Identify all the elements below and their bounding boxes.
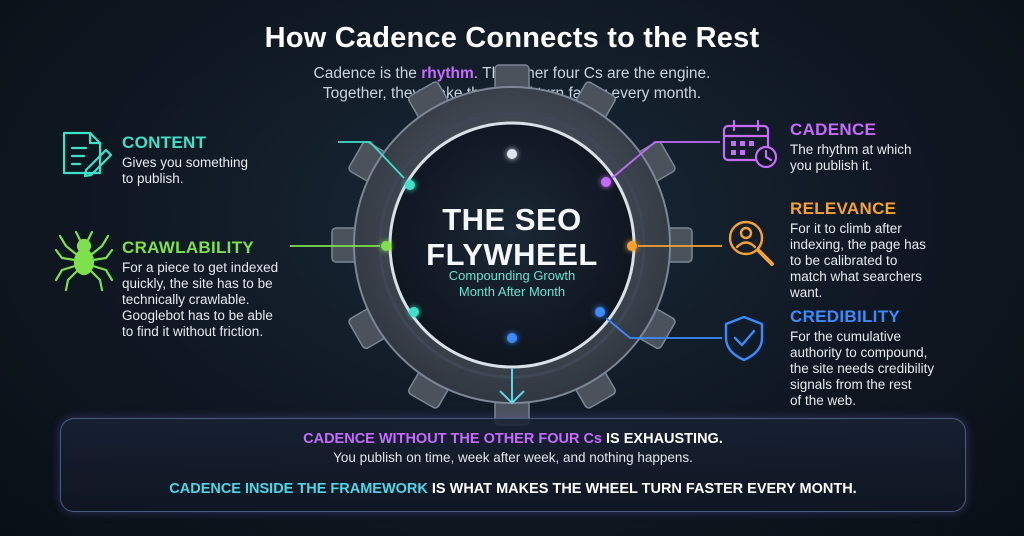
spider-icon [54,230,114,292]
card-body-line: to find it without friction. [122,324,264,339]
connectors [290,141,722,339]
card-body-line: For it to climb after [790,221,902,236]
card-credibility: CREDIBILITY For the cumulative authority… [790,307,1010,409]
page-title: How Cadence Connects to the Rest [264,22,760,54]
ring-dot [507,149,517,159]
card-heading: CONTENT [122,133,207,152]
ring-dot [409,307,419,317]
connector-credibility [605,317,722,339]
callout-highlight-1: CADENCE WITHOUT THE OTHER FOUR Cs [303,431,602,447]
card-body-line: of the web. [790,393,857,408]
subtitle-highlight: rhythm [421,65,474,82]
card-crawlability: CRAWLABILITY For a piece to get indexed … [122,238,362,340]
card-content: CONTENT Gives you something to publish. [122,133,342,187]
flywheel-subtitle-line-1: Compounding Growth [448,268,576,283]
ring-dot [595,307,605,317]
card-body: For the cumulative authority to compound… [790,329,1010,409]
card-body-line: to be calibrated to [790,253,898,268]
callout-highlight-3: CADENCE INSIDE THE FRAMEWORK [169,481,428,497]
card-body-line: authority to compound, [790,345,928,360]
card-body-line: For the cumulative [790,329,902,344]
document-pen-icon [62,131,113,178]
ring-dots [381,149,637,343]
ring-dot [507,333,517,343]
card-heading: RELEVANCE [790,199,897,218]
flywheel-title-line-2: FLYWHEEL [426,237,598,272]
flywheel-subtitle: Compounding Growth Month After Month [402,268,622,300]
connector-content [338,141,405,179]
card-body: For it to climb after indexing, the page… [790,221,1000,301]
card-relevance: RELEVANCE For it to climb after indexing… [790,199,1000,301]
card-body-line: to publish. [122,171,184,186]
callout-line-1: CADENCE WITHOUT THE OTHER FOUR Cs IS EXH… [61,431,965,447]
card-body-line: match what searchers [790,269,923,284]
card-body-line: quickly, the site has to be [122,276,273,291]
ring-dot [381,241,391,251]
callout-text-3: IS WHAT MAKES THE WHEEL TURN FASTER EVER… [427,481,857,497]
magnifier-person-icon [728,220,774,266]
ring-dot [627,241,637,251]
card-heading: CRAWLABILITY [122,238,255,257]
flywheel-subtitle-line-2: Month After Month [458,284,566,299]
ring-dot [601,177,611,187]
card-body-line: Googlebot has to be able [122,308,273,323]
callout-line-2: You publish on time, week after week, an… [333,450,693,465]
callout-line-3: CADENCE INSIDE THE FRAMEWORK IS WHAT MAK… [61,481,965,497]
subtitle-text-post: . The other four Cs are the engine. [473,65,711,82]
card-body: For a piece to get indexed quickly, the … [122,260,362,340]
card-body: Gives you something to publish. [122,155,342,187]
down-arrow-icon [499,368,525,405]
flywheel-title: THE SEO FLYWHEEL [402,202,622,272]
calendar-clock-icon [722,119,778,169]
shield-check-icon [724,315,764,362]
connector-cadence [611,141,720,179]
card-body-line: The rhythm at which [790,142,912,157]
flywheel-title-line-1: THE SEO [442,202,582,237]
card-body-line: For a piece to get indexed [122,260,279,275]
card-body-line: Gives you something [122,155,249,170]
subtitle-text-pre: Cadence is the [313,65,422,82]
card-body-line: indexing, the page has [790,237,926,252]
card-body-line: want. [790,285,823,300]
card-body-line: technically crawlable. [122,292,250,307]
card-body-line: signals from the rest [790,377,912,392]
card-body-line: the site needs credibility [790,361,935,376]
ring-dot [405,180,415,190]
card-cadence: CADENCE The rhythm at which you publish … [790,120,1000,174]
card-heading: CREDIBILITY [790,307,901,326]
card-body-line: you publish it. [790,158,873,173]
callout-text-1: IS EXHAUSTING. [602,431,723,447]
card-heading: CADENCE [790,120,877,139]
gear [331,64,693,426]
bottom-callout: CADENCE WITHOUT THE OTHER FOUR Cs IS EXH… [60,418,966,512]
card-body: The rhythm at which you publish it. [790,142,1000,174]
